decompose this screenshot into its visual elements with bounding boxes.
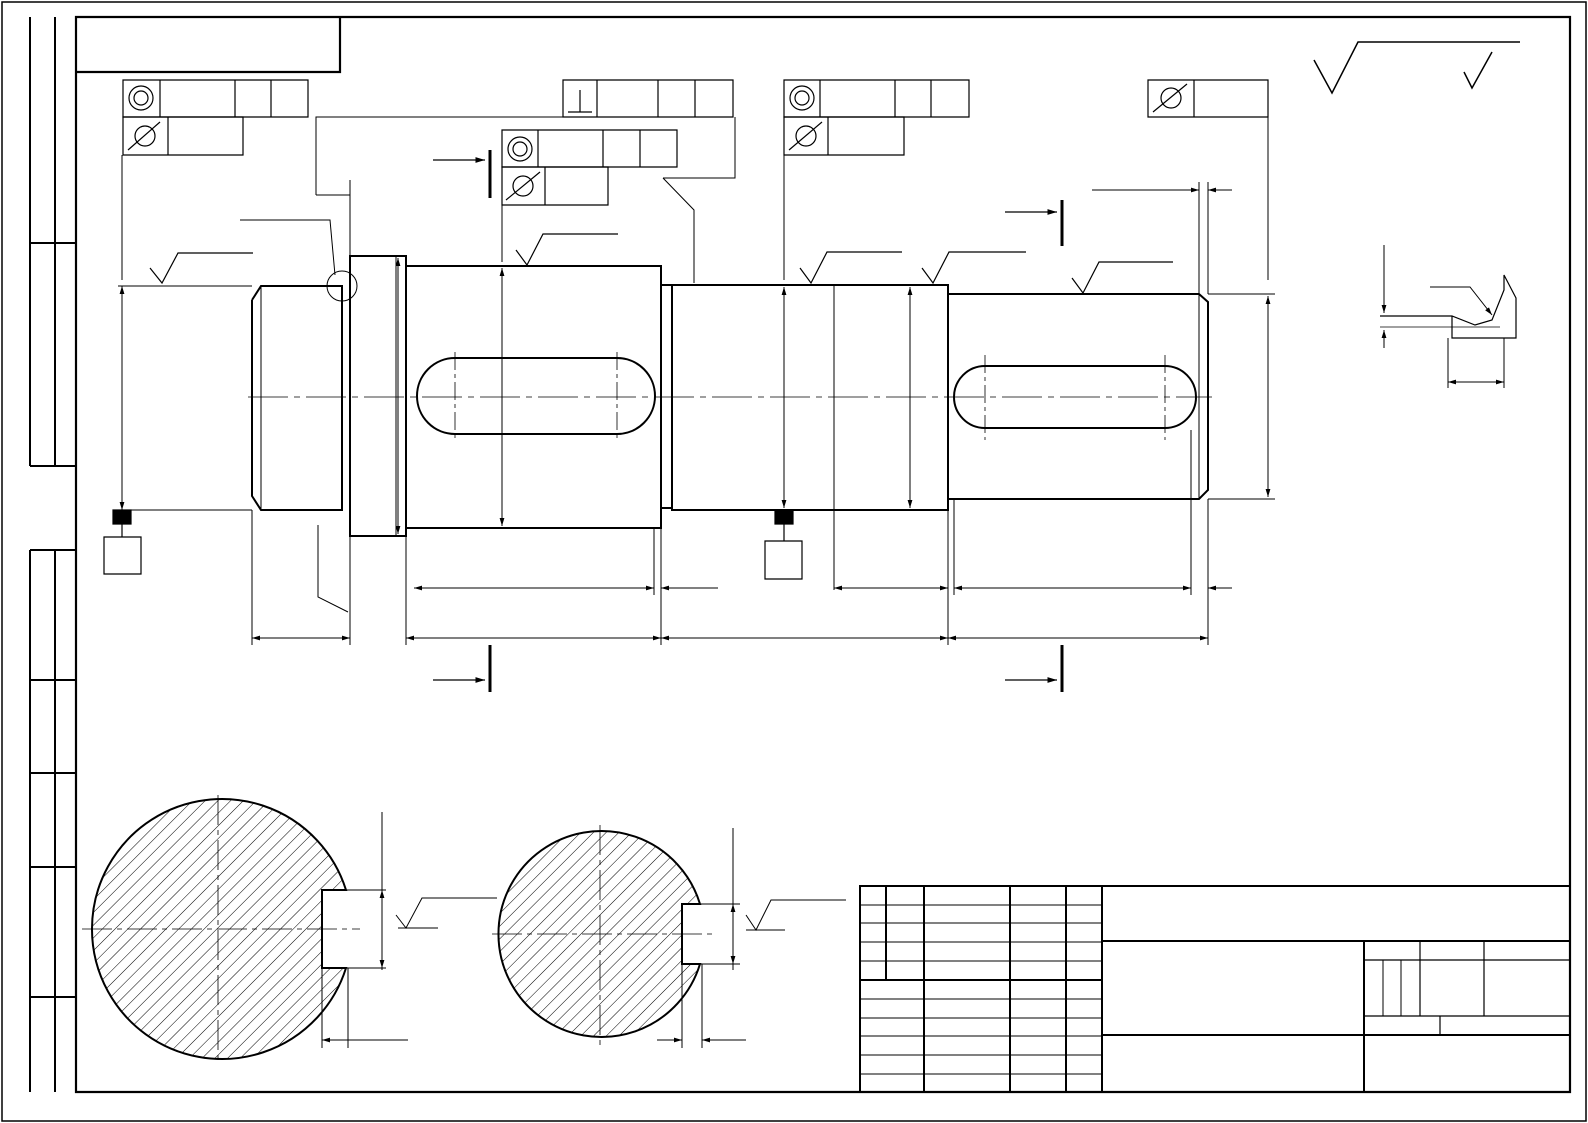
concentricity-icon bbox=[790, 86, 814, 110]
section-view-1 bbox=[82, 795, 497, 1065]
tolerance-frame-1 bbox=[123, 80, 308, 155]
section-view-2 bbox=[492, 825, 846, 1048]
shaft-main-view bbox=[252, 256, 1208, 536]
surface-roughness-marks bbox=[150, 234, 1173, 293]
shaft-centerline bbox=[248, 285, 1212, 590]
chamfer-leader bbox=[318, 525, 348, 612]
concentricity-icon bbox=[129, 86, 153, 110]
tolerance-frame-5 bbox=[1148, 80, 1268, 117]
runout-icon bbox=[796, 126, 816, 146]
tolerance-frame-2 bbox=[563, 80, 733, 117]
section-cut-arrows bbox=[433, 150, 1062, 692]
datum-marker-b bbox=[765, 510, 802, 579]
runout-icon bbox=[513, 176, 533, 196]
tolerance-frame-3 bbox=[502, 130, 677, 205]
datum-marker-a bbox=[104, 510, 141, 574]
detail-callout-circle bbox=[327, 271, 357, 301]
title-block bbox=[860, 886, 1570, 1092]
concentricity-icon bbox=[508, 137, 532, 161]
tolerance-leaders bbox=[122, 117, 1268, 502]
detail-leader bbox=[240, 220, 335, 275]
runout-icon bbox=[135, 126, 155, 146]
length-dimensions bbox=[252, 182, 1232, 645]
runout-icon bbox=[1161, 88, 1181, 108]
tolerance-frame-4 bbox=[784, 80, 969, 155]
general-roughness-mark bbox=[1314, 42, 1520, 93]
cutting-tool-detail bbox=[1380, 245, 1516, 388]
keyway-1 bbox=[417, 358, 655, 434]
diameter-dimensions bbox=[118, 258, 1275, 534]
